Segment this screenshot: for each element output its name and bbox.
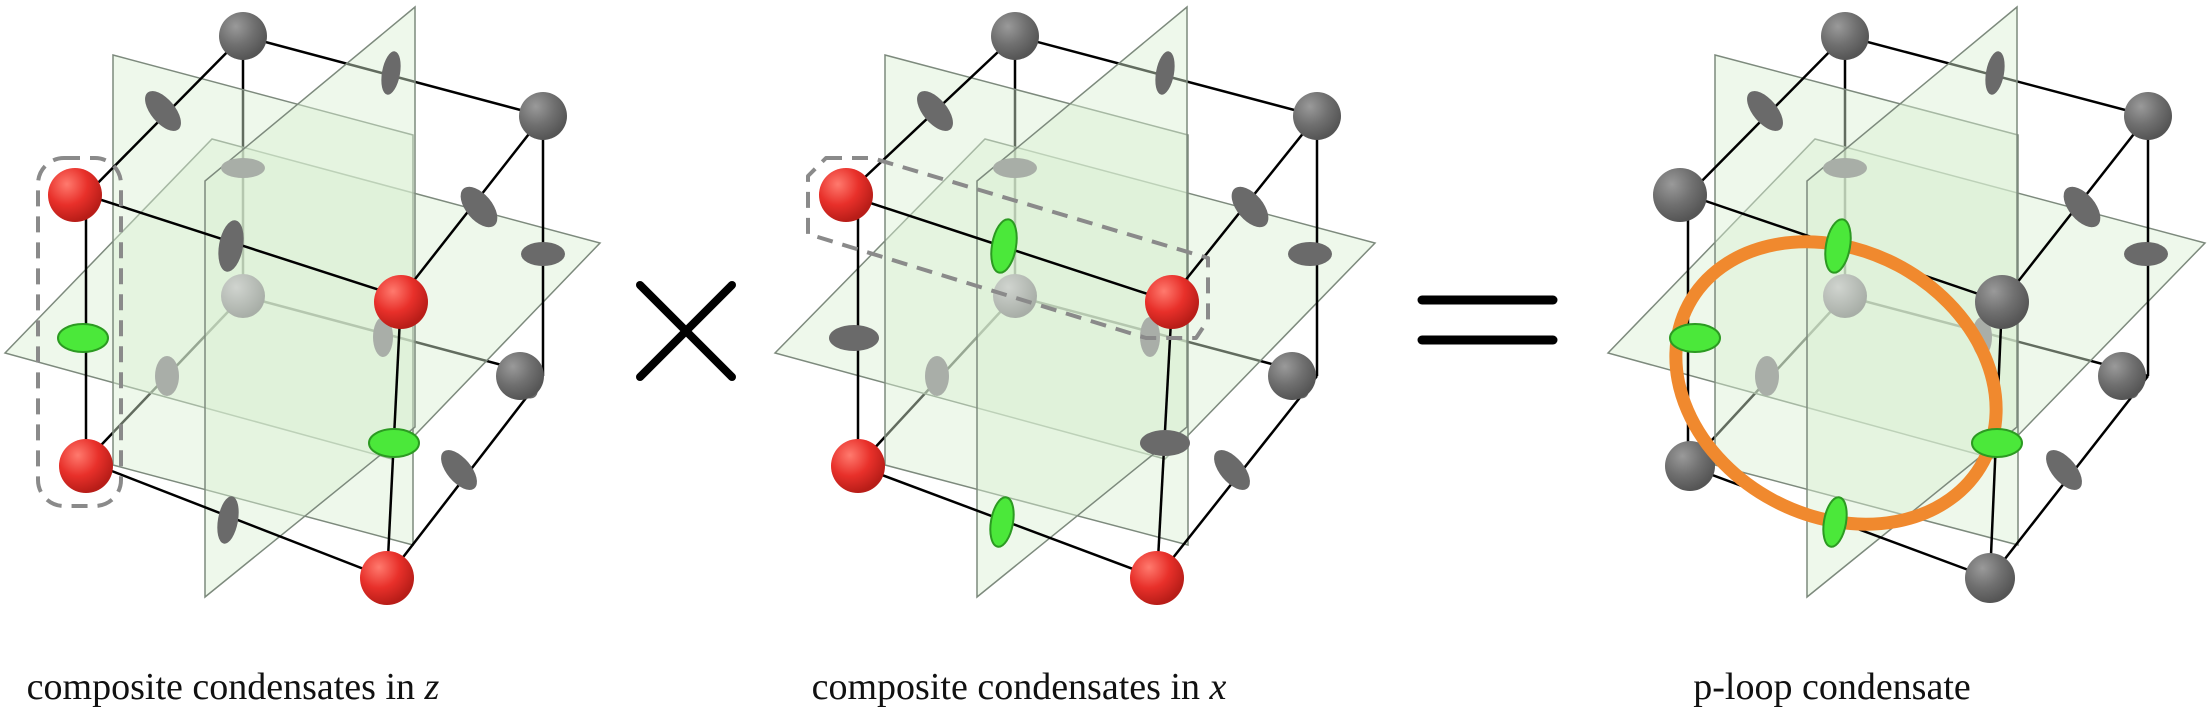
inner-sphere [1823, 274, 1867, 318]
green-disk [1971, 428, 2023, 458]
gray-disk [829, 325, 879, 351]
caption-text: p-loop condensate [1693, 666, 1971, 708]
inner-sites-1 [155, 158, 393, 396]
plane-set-2 [773, 5, 1377, 599]
gray-disk [521, 242, 565, 266]
gray-disk [2046, 450, 2082, 490]
gray-sphere [519, 92, 567, 140]
caption-composite-x: composite condensates in x [812, 665, 1227, 709]
gray-disk [381, 51, 401, 95]
gray-disk [1214, 450, 1250, 490]
gray-disk [1155, 51, 1175, 95]
gray-sphere [1268, 352, 1316, 400]
vertex-spheres-3 [1653, 12, 2172, 603]
green-disk [368, 428, 420, 458]
red-sphere [374, 275, 428, 329]
inner-disk [1823, 158, 1867, 178]
caption-text: composite condensates in [26, 666, 425, 708]
gray-sphere [991, 12, 1039, 60]
gray-disk [218, 220, 244, 272]
green-disks-1 [57, 323, 420, 458]
inner-sphere [221, 274, 265, 318]
red-sphere [59, 439, 113, 493]
plane-horizontal [773, 138, 1377, 460]
inner-disk [925, 356, 949, 396]
gray-disk [1140, 430, 1190, 456]
inner-disk [993, 158, 1037, 178]
gray-sphere [496, 352, 544, 400]
green-disk [1822, 496, 1848, 548]
inner-sphere [993, 274, 1037, 318]
red-sphere [831, 439, 885, 493]
gray-sphere [219, 12, 267, 60]
gray-disk [217, 496, 239, 544]
caption-variable: x [1209, 666, 1227, 708]
selection-box-x [806, 156, 1210, 340]
vertex-spheres-2 [819, 12, 1341, 605]
green-disks-2 [989, 218, 1018, 548]
times-operator [636, 281, 736, 381]
red-sphere [1145, 275, 1199, 329]
caption-composite-z: composite condensates in z [27, 665, 440, 709]
edge-disks-2 [829, 51, 1332, 490]
red-sphere [48, 168, 102, 222]
gray-disk [2063, 186, 2101, 228]
gray-sphere [2098, 352, 2146, 400]
inner-disk [221, 158, 265, 178]
green-disk [990, 218, 1018, 274]
caption-variable: z [424, 666, 440, 708]
gray-disk [1288, 242, 1332, 266]
edge-disks-1 [145, 51, 565, 544]
gray-sphere [1975, 275, 2029, 329]
inner-disk [1755, 356, 1779, 396]
vertex-spheres-1 [48, 12, 567, 605]
gray-disk [145, 91, 181, 131]
gray-disk [1985, 51, 2005, 95]
panel-composite-x [773, 5, 1377, 605]
gray-disk [917, 91, 953, 131]
green-disks-3 [1669, 218, 2023, 548]
caption-text: composite condensates in [811, 666, 1210, 708]
plane-set-3 [1606, 5, 2207, 599]
gray-sphere [1665, 441, 1715, 491]
gray-disk [441, 450, 477, 490]
gray-sphere [1965, 553, 2015, 603]
panel-p-loop [1606, 5, 2207, 603]
inner-disk [155, 356, 179, 396]
gray-disk [1231, 186, 1269, 228]
red-sphere [819, 168, 873, 222]
selection-box-z [36, 156, 123, 508]
green-disk [57, 323, 109, 353]
green-disk [1824, 218, 1852, 274]
gray-disk [1747, 91, 1783, 131]
p-loop-ring [1669, 235, 2003, 531]
plane-set-1 [3, 5, 602, 599]
green-disk [1669, 323, 1721, 353]
gray-disk [460, 186, 498, 228]
red-sphere [1130, 551, 1184, 605]
gray-sphere [2124, 92, 2172, 140]
panel-composite-z [3, 5, 602, 605]
caption-p-loop: p-loop condensate [1693, 665, 1971, 709]
plane-horizontal [3, 138, 602, 460]
gray-sphere [1821, 12, 1869, 60]
gray-sphere [1653, 168, 1707, 222]
gray-sphere [1293, 92, 1341, 140]
green-disk [989, 496, 1015, 548]
equals-operator [1417, 295, 1558, 345]
red-sphere [360, 551, 414, 605]
inner-disk [373, 317, 393, 357]
gray-disk [2124, 242, 2168, 266]
